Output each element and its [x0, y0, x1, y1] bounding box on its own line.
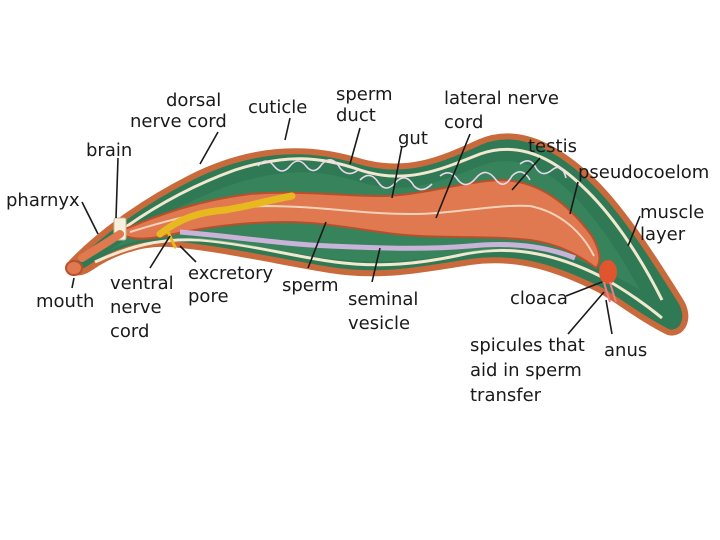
label-brain: brain — [86, 140, 132, 161]
label-pseudocoelom: pseudocoelom — [578, 162, 709, 183]
label-cloaca: cloaca — [510, 288, 568, 309]
label-ventral-nerve-cord: ventral nerve cord — [110, 273, 179, 342]
cloaca — [599, 260, 617, 284]
label-sperm: sperm — [282, 275, 339, 296]
label-mouth: mouth — [36, 291, 94, 312]
label-testis: testis — [528, 136, 577, 157]
label-gut: gut — [398, 128, 428, 149]
label-lateral-nerve-cord: lateral nerve cord — [444, 88, 565, 133]
label-anus: anus — [604, 340, 647, 361]
label-sperm-duct: sperm duct — [336, 84, 398, 126]
label-cuticle: cuticle — [248, 97, 307, 118]
label-muscle-layer: muscle layer — [640, 202, 710, 245]
label-pharnyx: pharnyx — [6, 190, 80, 211]
label-spicules: spicules that aid in sperm transfer — [470, 335, 591, 406]
label-dorsal-nerve-cord: dorsal nerve cord — [130, 90, 227, 132]
label-seminal-vesicle: seminal vesicle — [348, 289, 424, 334]
label-excretory-pore: excretory pore — [188, 263, 279, 307]
mouth — [66, 261, 82, 275]
